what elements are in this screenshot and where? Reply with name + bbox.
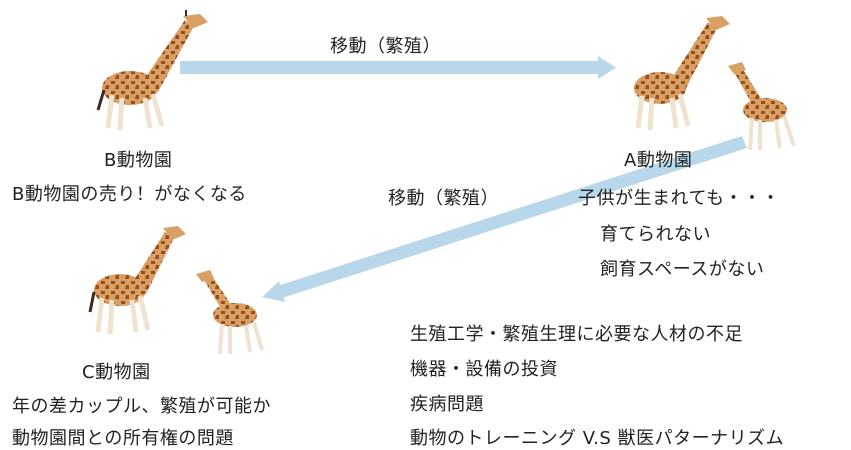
zoo-c-note-1: 年の差カップル、繁殖が可能か: [12, 396, 271, 417]
giraffe-c-adult: [88, 226, 186, 335]
zoo-a-note-2: 育てられない: [600, 224, 711, 245]
arrow-a-to-c: [262, 136, 747, 302]
issue-item-2: 機器・設備の投資: [410, 359, 558, 380]
issue-item-3: 疾病問題: [410, 394, 484, 415]
zoo-a-note-1: 子供が生まれても・・・: [578, 188, 781, 209]
arrow-b-to-a-label: 移動（繁殖）: [330, 36, 441, 57]
arrow-a-to-c-label: 移動（繁殖）: [388, 188, 499, 209]
issue-item-1: 生殖工学・繁殖生理に必要な人材の不足: [410, 324, 743, 345]
zoo-b-name: B動物園: [104, 150, 173, 171]
giraffe-c-juvenile: [196, 270, 264, 355]
arrow-b-to-a: [180, 56, 616, 79]
zoo-a-name: A動物園: [624, 150, 693, 171]
zoo-b-note: B動物園の売り！がなくなる: [12, 184, 247, 205]
giraffe-a-adult: [634, 16, 730, 131]
zoo-c-note-2: 動物園間との所有権の問題: [12, 428, 234, 449]
giraffe-a-juvenile: [728, 62, 796, 151]
zoo-c-name: C動物園: [82, 362, 151, 383]
issue-item-4: 動物のトレーニング V.S 獣医パターナリズム: [410, 428, 785, 449]
zoo-a-note-3: 飼育スペースがない: [600, 259, 765, 280]
giraffe-b-adult: [96, 10, 208, 131]
